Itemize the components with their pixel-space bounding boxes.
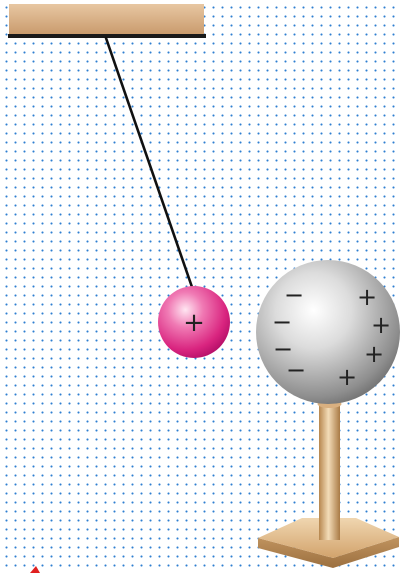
ceiling-support: [8, 4, 206, 38]
sphere-negative-charge: −: [286, 356, 306, 384]
sphere-positive-charge: +: [337, 363, 357, 391]
pendulum-string: [106, 38, 193, 290]
metal-sphere: − − − − + + + +: [256, 260, 400, 404]
charged-ball: +: [158, 286, 230, 358]
sphere-negative-charge: −: [272, 308, 292, 336]
sphere-negative-charge: −: [284, 281, 304, 309]
sphere-positive-charge: +: [364, 340, 384, 368]
sphere-stand: [258, 400, 399, 568]
sphere-positive-charge: +: [357, 283, 377, 311]
sphere-positive-charge: +: [371, 311, 391, 339]
ball-charge-label: +: [183, 308, 205, 338]
corner-mark: [30, 566, 40, 573]
stand-post: [319, 402, 340, 540]
